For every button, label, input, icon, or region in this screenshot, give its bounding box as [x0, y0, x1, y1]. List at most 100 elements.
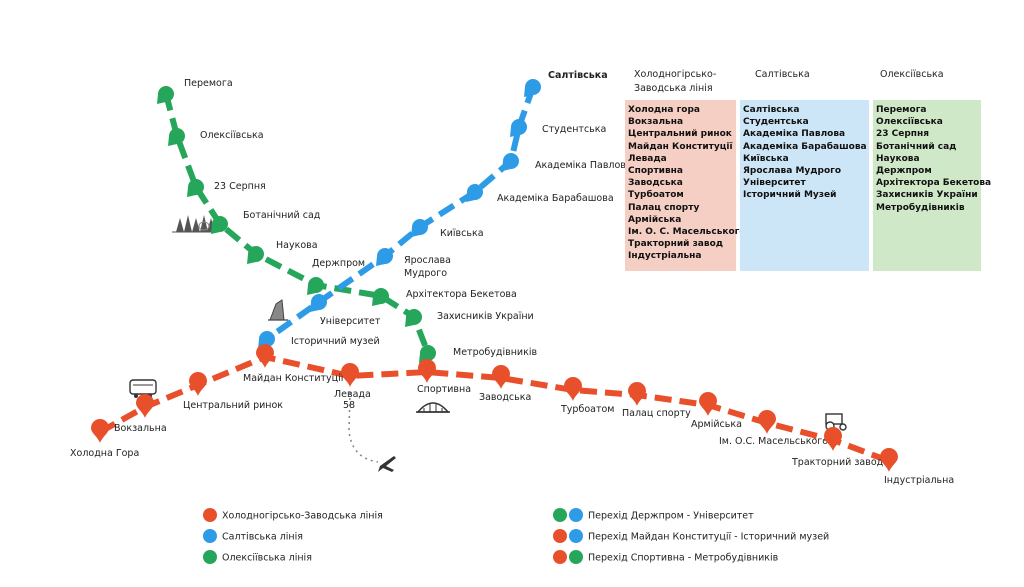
map-pin-icon [189, 372, 207, 396]
bus-route-label: 58 [343, 400, 355, 411]
red-station-майдан-конституції[interactable]: Майдан Конституції [243, 344, 344, 384]
legend-item-green: Олексіївська лінія [203, 550, 312, 564]
legend-item-blue: Салтівська лінія [203, 529, 303, 543]
green-station-архітектора-бекетова[interactable]: Архітектора Бекетова [372, 288, 517, 306]
station-label: Майдан Конституції [243, 373, 344, 384]
station-marker-icon [247, 246, 264, 264]
red-station-левада[interactable]: Левада [334, 363, 371, 400]
list-item: Київська [743, 153, 789, 164]
legend-dot [569, 550, 583, 564]
legend-dot [203, 550, 217, 564]
map-pin-icon [880, 448, 898, 472]
map-pin-icon [256, 344, 274, 368]
green-station-метробудівників[interactable]: Метробудівників [419, 345, 537, 363]
list-item: Олексіївська [876, 117, 943, 128]
blue-station-академіка-павлова[interactable]: Академіка Павлова [502, 153, 632, 171]
red-station-турбоатом[interactable]: Турбоатом [560, 377, 614, 415]
station-label: Індустріальна [884, 475, 954, 486]
map-pin-icon [341, 363, 359, 387]
list-item: 23 Серпня [876, 129, 930, 140]
station-marker-icon [157, 86, 174, 104]
red-station-центральний-ринок[interactable]: Центральний ринок [183, 372, 283, 411]
station-label: Палац спорту [622, 408, 691, 419]
green-station-держпром[interactable]: Держпром [307, 258, 365, 295]
legend-label: Перехід Майдан Конституції - Історичний … [588, 532, 829, 543]
legend-label: Салтівська лінія [222, 532, 303, 543]
list-item: Наукова [876, 153, 920, 164]
list-item: Ім. О. С. Масельського [628, 227, 746, 238]
station-label: Армійська [691, 419, 742, 430]
red-station-індустріальна[interactable]: Індустріальна [880, 448, 954, 486]
green-station-олексіївська[interactable]: Олексіївська [168, 128, 264, 146]
station-label: Спортивна [417, 384, 471, 395]
list-item: Метробудівників [876, 202, 965, 213]
legend: Холодногірсько-Заводська лініяСалтівська… [203, 508, 829, 564]
station-label: Олексіївська [200, 130, 264, 141]
list-item: Палац спорту [628, 202, 700, 213]
station-label: Університет [320, 316, 381, 327]
list-item: Вокзальна [628, 117, 684, 128]
stadium-icon [416, 402, 450, 413]
red-station-спортивна[interactable]: Спортивна [417, 359, 471, 395]
station-label: Історичний музей [291, 336, 380, 347]
list-item: Індустріальна [628, 251, 702, 262]
red-station-тракторний-завод[interactable]: Тракторний завод [791, 427, 884, 468]
station-marker-icon [307, 277, 324, 295]
station-label: Левада [334, 389, 371, 400]
red-station-холодна-гора[interactable]: Холодна Гора [70, 419, 139, 459]
list-item: Захисників України [876, 190, 978, 201]
green-station-захисників-україни[interactable]: Захисників України [405, 309, 534, 327]
legend-label: Олексіївська лінія [222, 553, 312, 564]
blue-station-університет[interactable]: Університет [310, 294, 381, 327]
landmark-icons [129, 215, 847, 472]
green-station-ботанічний-сад[interactable]: Ботанічний сад [211, 210, 321, 234]
blue-station-студентська[interactable]: Студентська [510, 119, 606, 137]
map-pin-icon [824, 427, 842, 451]
station-label: Держпром [312, 258, 365, 269]
blue-station-історичний-музей[interactable]: Історичний музей [258, 331, 380, 349]
map-pin-icon [699, 392, 717, 416]
map-pin-icon [492, 365, 510, 389]
map-pin-icon [564, 377, 582, 401]
list-item: Армійська [628, 214, 682, 225]
station-marker-icon [376, 248, 393, 266]
blue-station-київська[interactable]: Київська [411, 219, 484, 239]
station-label: Архітектора Бекетова [406, 289, 517, 300]
station-marker-icon [510, 119, 527, 137]
red-station-ім-о-с-масельського[interactable]: Ім. О.С. Масельського [719, 410, 828, 447]
blue-station-академіка-барабашова[interactable]: Академіка Барабашова [466, 184, 614, 204]
green-station-23-серпня[interactable]: 23 Серпня [187, 179, 266, 197]
legend-dot [553, 550, 567, 564]
green-station-перемога[interactable]: Перемога [157, 78, 233, 104]
list-item: Університет [743, 178, 806, 189]
station-label: Студентська [542, 124, 606, 135]
red-station-палац-спорту[interactable]: Палац спорту [622, 382, 691, 419]
station-marker-icon [466, 184, 483, 202]
blue-station-салтівська[interactable]: Салтівська [524, 70, 608, 97]
station-marker-icon [168, 128, 185, 146]
legend-dot [569, 529, 583, 543]
station-label: Київська [440, 228, 484, 239]
station-label: Центральний ринок [183, 400, 283, 411]
red-station-вокзальна[interactable]: Вокзальна [114, 394, 167, 434]
red-station-армійська[interactable]: Армійська [691, 392, 742, 430]
station-marker-icon [187, 179, 204, 197]
red-station-заводська[interactable]: Заводська [479, 365, 531, 403]
station-label: Ботанічний сад [243, 210, 321, 221]
station-label: Метробудівників [453, 347, 537, 358]
station-label: Тракторний завод [791, 457, 884, 468]
station-marker-icon [372, 288, 389, 306]
legend-dot [569, 508, 583, 522]
green-station-наукова[interactable]: Наукова [247, 240, 318, 264]
station-marker-icon [524, 79, 541, 97]
legend-transfer-1: Перехід Майдан Конституції - Історичний … [553, 529, 829, 543]
list-item: Академіка Барабашова [743, 141, 867, 152]
list-item: Студентська [743, 117, 809, 128]
map-pin-icon [418, 359, 436, 383]
station-label: Салтівська [548, 70, 608, 81]
list-item: Салтівська [743, 105, 800, 115]
legend-dot [203, 508, 217, 522]
